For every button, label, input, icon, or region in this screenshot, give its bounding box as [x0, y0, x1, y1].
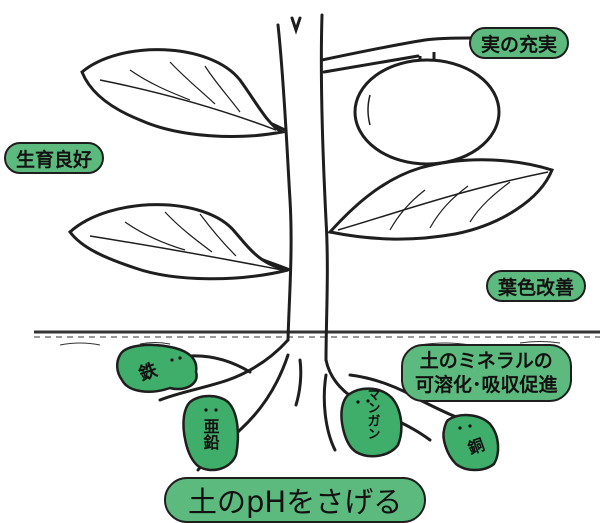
label-growth: 生育良好	[4, 142, 105, 174]
fruit	[353, 52, 501, 166]
label-minerals: 土のミネラルの 可溶化･吸収促進	[401, 344, 572, 402]
leaf-lower-left	[67, 203, 289, 281]
critter-copper: 銅	[442, 413, 500, 472]
label-fruiting: 実の充実	[469, 27, 570, 59]
leaf-right	[327, 158, 554, 241]
critter-iron: 鉄	[116, 343, 198, 393]
label-leaf-color: 葉色改善	[486, 270, 587, 302]
critter-copper-label: 銅	[465, 435, 487, 458]
critter-manganese-label: マンガン	[365, 388, 381, 440]
label-minerals-line2: 可溶化･吸収促進	[415, 374, 558, 396]
critter-manganese: マンガン	[340, 387, 403, 458]
leaf-upper-left	[80, 48, 287, 138]
critter-zinc-label: 亜鉛	[201, 418, 220, 451]
critter-zinc: 亜鉛	[182, 394, 240, 472]
label-soil-ph: 土のpHをさげる	[164, 477, 427, 523]
label-minerals-line1: 土のミネラルの	[419, 350, 553, 372]
ground-line	[34, 330, 600, 346]
